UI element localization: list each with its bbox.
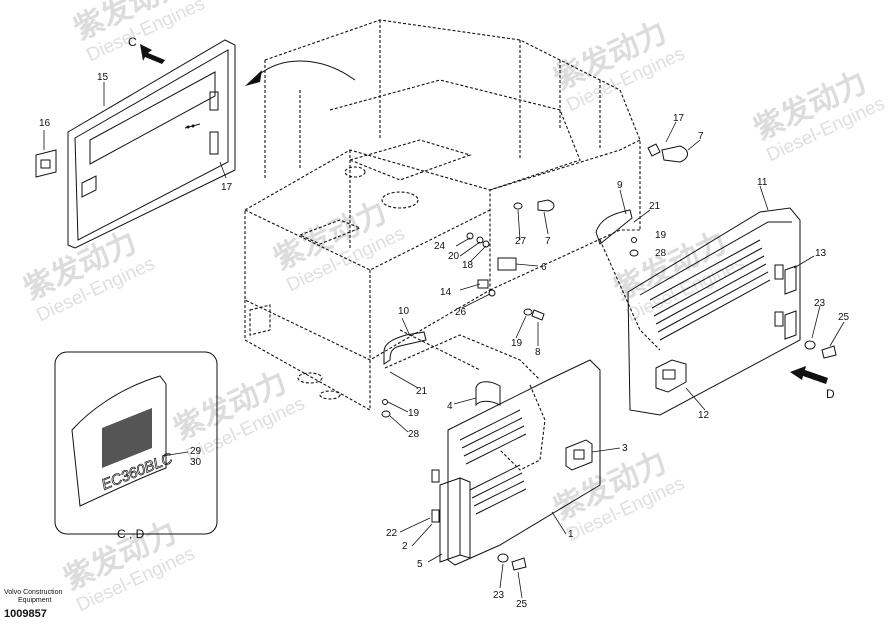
callout: 8 bbox=[535, 347, 541, 358]
callout: 18 bbox=[462, 260, 474, 271]
callout: 7 bbox=[545, 236, 551, 247]
left-door-panel bbox=[67, 39, 236, 249]
callout: 19 bbox=[408, 408, 420, 419]
handle-part-10 bbox=[381, 331, 427, 418]
callout: 21 bbox=[416, 386, 428, 397]
callout: 15 bbox=[97, 72, 109, 83]
vent-louvers bbox=[649, 239, 771, 341]
callout: 7 bbox=[698, 131, 704, 142]
decal-emblem: EC360BLC bbox=[99, 408, 176, 494]
callout: 23 bbox=[814, 298, 826, 309]
right-side-panel bbox=[627, 207, 801, 416]
callout: 5 bbox=[417, 559, 423, 570]
callout: 2 bbox=[402, 541, 408, 552]
callout: 25 bbox=[838, 312, 850, 323]
callout: 11 bbox=[757, 177, 768, 188]
hardware-17-7 bbox=[647, 143, 688, 163]
callout: 10 bbox=[398, 306, 410, 317]
callout: 28 bbox=[408, 429, 420, 440]
svg-text:C , D: C , D bbox=[117, 527, 145, 541]
callout: 26 bbox=[455, 307, 467, 318]
callout: 23 bbox=[493, 590, 505, 601]
callout: 12 bbox=[698, 410, 710, 421]
callout: 20 bbox=[448, 251, 460, 262]
footer-company: Volvo Construction Equipment bbox=[4, 589, 62, 605]
callout: 19 bbox=[511, 338, 523, 349]
callout: 1 bbox=[568, 529, 574, 540]
callout: 19 bbox=[655, 230, 667, 241]
machine-frame-outline bbox=[244, 19, 661, 471]
view-c-arrow: C bbox=[128, 35, 165, 64]
callout: 9 bbox=[617, 180, 623, 191]
callout: 30 bbox=[190, 457, 202, 468]
leader-lines bbox=[43, 82, 845, 599]
footer-company-line1: Volvo Construction bbox=[4, 589, 63, 596]
callout: 24 bbox=[434, 241, 446, 252]
callout: 3 bbox=[622, 443, 628, 454]
callout: 17 bbox=[221, 182, 233, 193]
latch-part-16 bbox=[35, 149, 57, 178]
callout: 28 bbox=[655, 248, 667, 259]
callout-labels: 15 16 17 17 7 9 21 11 24 20 18 27 7 6 14… bbox=[39, 72, 850, 610]
callout: 21 bbox=[649, 201, 661, 212]
hardware-23-25 bbox=[804, 340, 837, 359]
callout: 14 bbox=[440, 287, 452, 298]
drawing-number: 1009857 bbox=[4, 608, 47, 620]
callout: 27 bbox=[515, 236, 527, 247]
callout: 6 bbox=[541, 262, 547, 273]
callout: 25 bbox=[516, 599, 528, 610]
svg-text:D: D bbox=[826, 387, 835, 401]
callout: 16 bbox=[39, 118, 51, 129]
hardware-bottom-23-25 bbox=[497, 553, 527, 571]
callout: 29 bbox=[190, 446, 202, 457]
view-d-arrow: D bbox=[790, 366, 835, 401]
callout: 13 bbox=[815, 248, 827, 259]
footer-company-line2: Equipment bbox=[18, 597, 52, 604]
callout: 22 bbox=[386, 528, 398, 539]
rotation-arrow bbox=[245, 60, 356, 86]
svg-text:C: C bbox=[128, 35, 137, 49]
callout: 4 bbox=[447, 401, 453, 412]
bottom-door-panel bbox=[431, 359, 601, 566]
middle-hardware bbox=[466, 199, 639, 321]
callout: 17 bbox=[673, 113, 685, 124]
